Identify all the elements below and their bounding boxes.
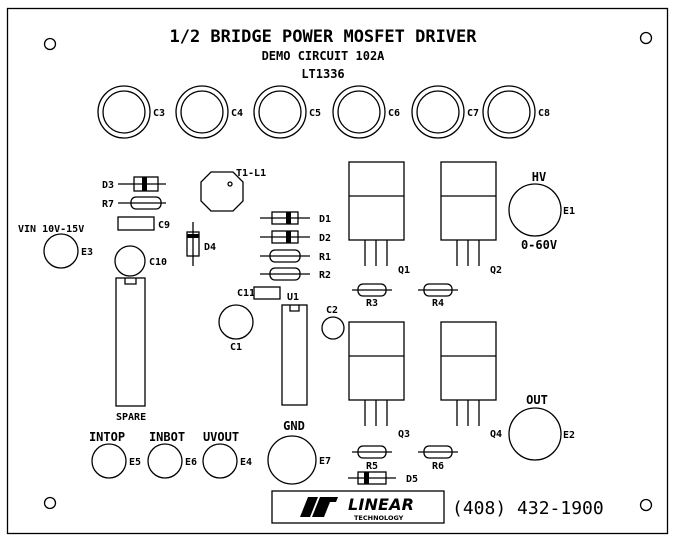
terminal-e5: E5	[91, 443, 141, 479]
svg-text:D3: D3	[102, 180, 114, 191]
svg-text:Q2: Q2	[490, 265, 502, 276]
svg-text:D5: D5	[406, 474, 418, 485]
inbot-label: INBOT	[149, 430, 185, 444]
svg-text:C1: C1	[230, 342, 242, 353]
svg-text:R4: R4	[432, 298, 444, 309]
cap-c9: C9	[117, 216, 170, 231]
cap-c10: C10	[114, 245, 167, 277]
terminal-e7: E7	[267, 435, 331, 485]
terminal-e4: E4	[202, 443, 252, 479]
phone-number: (408) 432-1900	[452, 498, 604, 519]
svg-text:C10: C10	[149, 257, 167, 268]
mounting-hole-bottom-right	[639, 498, 653, 512]
svg-text:R6: R6	[432, 461, 444, 472]
svg-text:D2: D2	[319, 233, 331, 244]
diode-d3: D3	[102, 176, 166, 192]
svg-text:E3: E3	[81, 247, 93, 258]
ic-u1: U1	[281, 292, 308, 406]
mounting-hole-top-left	[43, 37, 57, 51]
svg-text:R1: R1	[319, 252, 331, 263]
cap-c5: C5	[253, 85, 321, 139]
svg-text:C3: C3	[153, 108, 165, 119]
svg-text:D4: D4	[204, 242, 216, 253]
terminal-e1: E1	[508, 183, 575, 237]
svg-text:C8: C8	[538, 108, 550, 119]
cap-c11: C11	[237, 286, 281, 300]
mounting-hole-top-right	[639, 31, 653, 45]
hv-range: 0-60V	[521, 238, 557, 252]
svg-text:R7: R7	[102, 199, 114, 210]
svg-text:Q4: Q4	[490, 429, 502, 440]
lt-logo-mark-icon	[300, 497, 338, 517]
resistor-r3: R3	[352, 283, 392, 309]
board-outline	[6, 7, 669, 535]
hv-label: HV	[532, 170, 546, 184]
cap-c2: C2	[321, 305, 345, 340]
resistor-r5: R5	[352, 445, 392, 472]
terminal-e6: E6	[147, 443, 197, 479]
vin-label: VIN 10V-15V	[18, 224, 84, 235]
diode-d1: D1	[260, 211, 331, 225]
mosfet-q3: Q3	[348, 321, 410, 440]
gnd-label: GND	[283, 419, 305, 433]
cap-c1: C1	[218, 304, 254, 353]
mosfet-q1: Q1	[348, 161, 410, 276]
svg-text:U1: U1	[287, 292, 299, 303]
resistor-r7: R7	[102, 196, 166, 210]
svg-text:E2: E2	[563, 430, 575, 441]
svg-text:Q3: Q3	[398, 429, 410, 440]
uvout-label: UVOUT	[203, 430, 239, 444]
svg-text:C4: C4	[231, 108, 243, 119]
cap-c8: C8	[482, 85, 550, 139]
cap-c6: C6	[332, 85, 400, 139]
svg-text:E5: E5	[129, 457, 141, 468]
cap-c3: C3	[97, 85, 165, 139]
svg-text:D1: D1	[319, 214, 331, 225]
title-line3: LT1336	[301, 67, 344, 81]
svg-text:R5: R5	[366, 461, 378, 472]
diode-d2: D2	[260, 230, 331, 244]
svg-text:Q1: Q1	[398, 265, 410, 276]
cap-c4: C4	[175, 85, 243, 139]
title-line1: 1/2 BRIDGE POWER MOSFET DRIVER	[169, 27, 477, 47]
svg-text:C2: C2	[326, 305, 338, 316]
mosfet-q2: Q2	[440, 161, 502, 276]
resistor-r6: R6	[418, 445, 458, 472]
terminal-e3: E3	[43, 233, 93, 269]
svg-text:E4: E4	[240, 457, 252, 468]
svg-text:C6: C6	[388, 108, 400, 119]
mounting-hole-bottom-left	[43, 496, 57, 510]
diode-d4: D4	[186, 222, 216, 266]
svg-text:R3: R3	[366, 298, 378, 309]
mosfet-q4: Q4	[440, 321, 502, 440]
linear-technology-logo: LINEAR TECHNOLOGY	[271, 490, 445, 524]
svg-text:C11: C11	[237, 288, 255, 299]
resistor-r1: R1	[260, 249, 331, 263]
svg-text:TECHNOLOGY: TECHNOLOGY	[354, 514, 404, 522]
spare-socket: SPARE	[115, 277, 146, 423]
out-label: OUT	[526, 393, 548, 407]
svg-text:E6: E6	[185, 457, 197, 468]
resistor-r2: R2	[260, 267, 331, 281]
svg-text:C9: C9	[158, 220, 170, 231]
svg-text:C5: C5	[309, 108, 321, 119]
resistor-r4: R4	[418, 283, 458, 309]
svg-text:T1-L1: T1-L1	[236, 168, 266, 179]
terminal-e2: E2	[508, 407, 575, 461]
svg-text:E7: E7	[319, 456, 331, 467]
title-line2: DEMO CIRCUIT 102A	[262, 49, 386, 63]
inductor-t1l1: T1-L1	[200, 168, 266, 212]
diode-d5: D5	[348, 471, 418, 485]
cap-c7: C7	[411, 85, 479, 139]
svg-text:LINEAR: LINEAR	[348, 495, 414, 514]
intop-label: INTOP	[89, 430, 125, 444]
svg-text:SPARE: SPARE	[116, 412, 146, 423]
svg-text:C7: C7	[467, 108, 479, 119]
svg-text:E1: E1	[563, 206, 575, 217]
svg-text:R2: R2	[319, 270, 331, 281]
